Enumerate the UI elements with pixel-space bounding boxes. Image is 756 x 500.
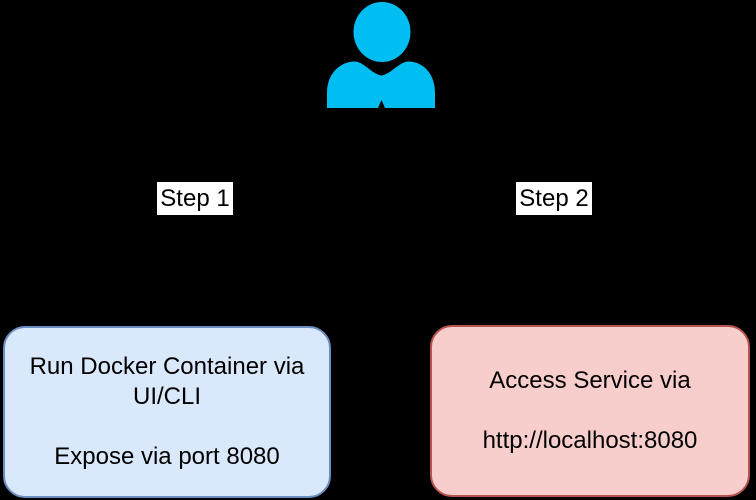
- box-text-line-blank: [434, 396, 746, 426]
- step-1-label: Step 1: [157, 182, 233, 215]
- box-text-line: Run Docker Container via: [29, 353, 305, 380]
- run-docker-container-box: Run Docker Container via UI/CLI Expose v…: [3, 326, 331, 498]
- user-person-icon: [327, 2, 435, 108]
- box-text-line: Expose via port 8080: [54, 443, 280, 470]
- person-body: [327, 61, 435, 108]
- box-text-line: UI/CLI: [132, 383, 201, 410]
- step-2-label: Step 2: [516, 182, 592, 215]
- box-text-line: Access Service via: [489, 367, 691, 394]
- access-service-box: Access Service via http://localhost:8080: [430, 325, 750, 497]
- box-text-line: http://localhost:8080: [482, 427, 698, 454]
- box-text-line-blank: [7, 412, 327, 442]
- person-head: [353, 2, 411, 62]
- person-body-notch: [378, 100, 385, 108]
